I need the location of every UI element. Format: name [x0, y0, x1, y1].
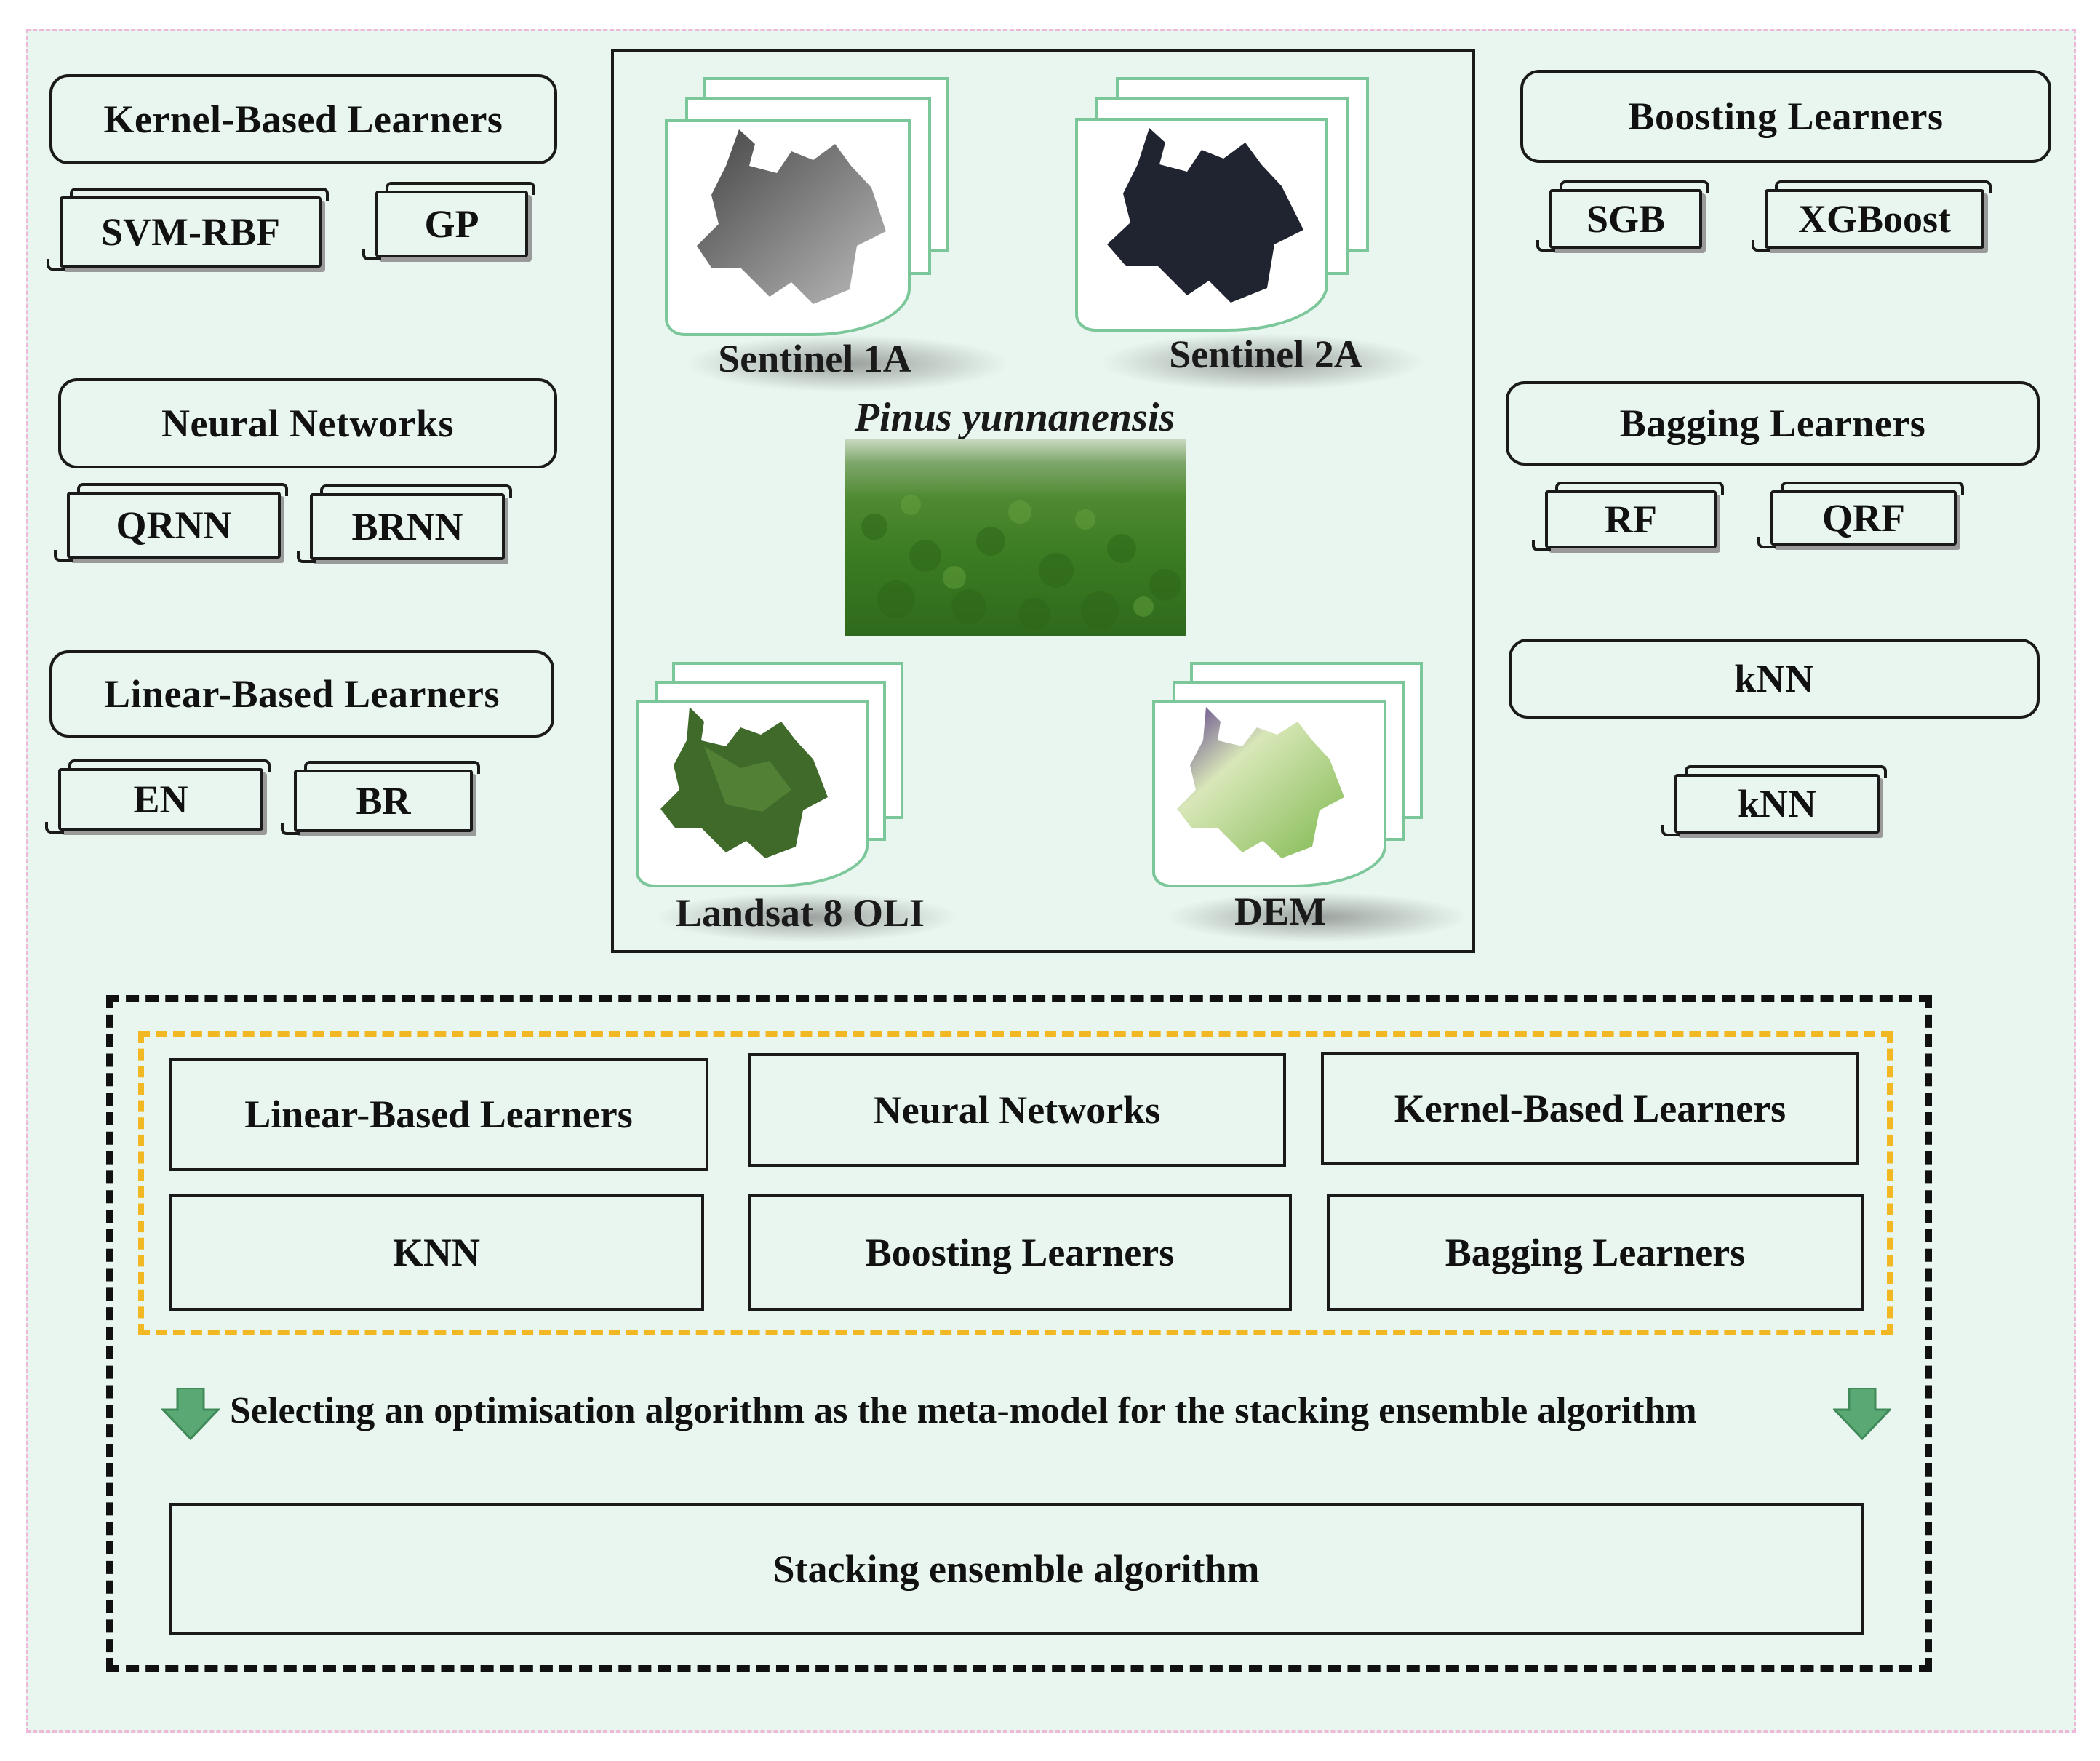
stacking-ensemble-label: Stacking ensemble algorithm — [772, 1547, 1260, 1591]
dem-caption: DEM — [1234, 890, 1326, 933]
s1-map-image — [697, 129, 886, 304]
down-arrow-icon — [161, 1388, 220, 1440]
scroll-rf: RF — [1532, 482, 1724, 551]
landsat-caption-shadow — [655, 892, 960, 943]
base-learner-linear: Linear-Based Learners — [169, 1058, 708, 1171]
scroll-qrf: QRF — [1757, 482, 1964, 548]
scroll-knn: kNN — [1661, 765, 1887, 836]
base-learners-dashed — [138, 1031, 1893, 1335]
landsat-sheet-front — [636, 700, 869, 887]
group-knn: kNN — [1509, 639, 2040, 719]
landsat-map-image — [660, 707, 828, 858]
scroll-svm-rbf: SVM-RBF — [47, 188, 329, 271]
scroll-en: EN — [45, 759, 271, 834]
base-learner-label: Kernel-Based Learners — [1394, 1087, 1786, 1130]
model-label: QRNN — [116, 503, 232, 547]
dem-caption-shadow — [1164, 892, 1469, 943]
base-learner-label: Boosting Learners — [865, 1231, 1175, 1274]
scroll-qrnn: QRNN — [54, 483, 288, 562]
model-label: BR — [356, 779, 411, 823]
model-label: GP — [424, 202, 479, 246]
group-title: kNN — [1734, 657, 1814, 700]
s1-caption: Sentinel 1A — [718, 337, 911, 380]
stacking-outer-dashed — [106, 995, 1932, 1672]
scroll-xgboost: XGBoost — [1752, 180, 1992, 252]
group-kernel-based: Kernel-Based Learners — [49, 74, 557, 164]
group-boosting: Boosting Learners — [1520, 70, 2051, 163]
group-title: Kernel-Based Learners — [103, 97, 503, 141]
s2-caption: Sentinel 2A — [1169, 332, 1362, 376]
group-title: Linear-Based Learners — [104, 672, 500, 716]
landsat-caption: Landsat 8 OLI — [675, 891, 925, 935]
scroll-gp: GP — [362, 182, 535, 260]
base-learner-label: Bagging Learners — [1445, 1231, 1746, 1274]
stacking-ensemble-box: Stacking ensemble algorithm — [169, 1503, 1864, 1635]
group-title: Neural Networks — [161, 402, 454, 445]
scroll-br: BR — [281, 761, 480, 835]
base-learner-label: Neural Networks — [873, 1088, 1161, 1132]
dem-map-image — [1177, 707, 1344, 858]
model-label: SVM-RBF — [101, 210, 280, 254]
model-label: BRNN — [351, 505, 463, 548]
meta-model-text: Selecting an optimisation algorithm as t… — [230, 1390, 1697, 1431]
model-label: QRF — [1822, 496, 1905, 540]
base-learner-kernel: Kernel-Based Learners — [1321, 1052, 1859, 1165]
s1-sheet-front — [665, 119, 911, 336]
base-learner-boosting: Boosting Learners — [748, 1194, 1292, 1311]
s2-map-image — [1107, 128, 1303, 303]
down-arrow-icon — [1833, 1388, 1891, 1440]
scroll-brnn: BRNN — [297, 484, 512, 563]
forest-photo — [845, 439, 1186, 636]
model-label: RF — [1605, 498, 1657, 541]
model-label: EN — [133, 778, 188, 821]
group-title: Boosting Learners — [1628, 95, 1944, 138]
scroll-sgb: SGB — [1536, 180, 1709, 252]
group-neural-networks: Neural Networks — [58, 378, 557, 468]
group-linear-based: Linear-Based Learners — [49, 650, 554, 738]
dem-sheet-front — [1152, 700, 1386, 887]
base-learner-knn: KNN — [169, 1194, 704, 1311]
base-learner-bagging: Bagging Learners — [1327, 1194, 1864, 1311]
s2-caption-shadow — [1098, 333, 1426, 391]
base-learner-label: Linear-Based Learners — [244, 1093, 633, 1136]
group-bagging: Bagging Learners — [1506, 381, 2040, 466]
model-label: XGBoost — [1797, 197, 1951, 241]
base-learner-neural: Neural Networks — [748, 1053, 1286, 1167]
group-title: Bagging Learners — [1619, 402, 1926, 445]
model-label: kNN — [1737, 782, 1817, 826]
species-caption: Pinus yunnanensis — [854, 395, 1175, 440]
forest-texture — [861, 495, 1181, 630]
base-learner-label: KNN — [393, 1231, 480, 1274]
s1-caption-shadow — [684, 335, 1011, 393]
s2-sheet-front — [1075, 118, 1328, 332]
model-label: SGB — [1586, 197, 1666, 241]
